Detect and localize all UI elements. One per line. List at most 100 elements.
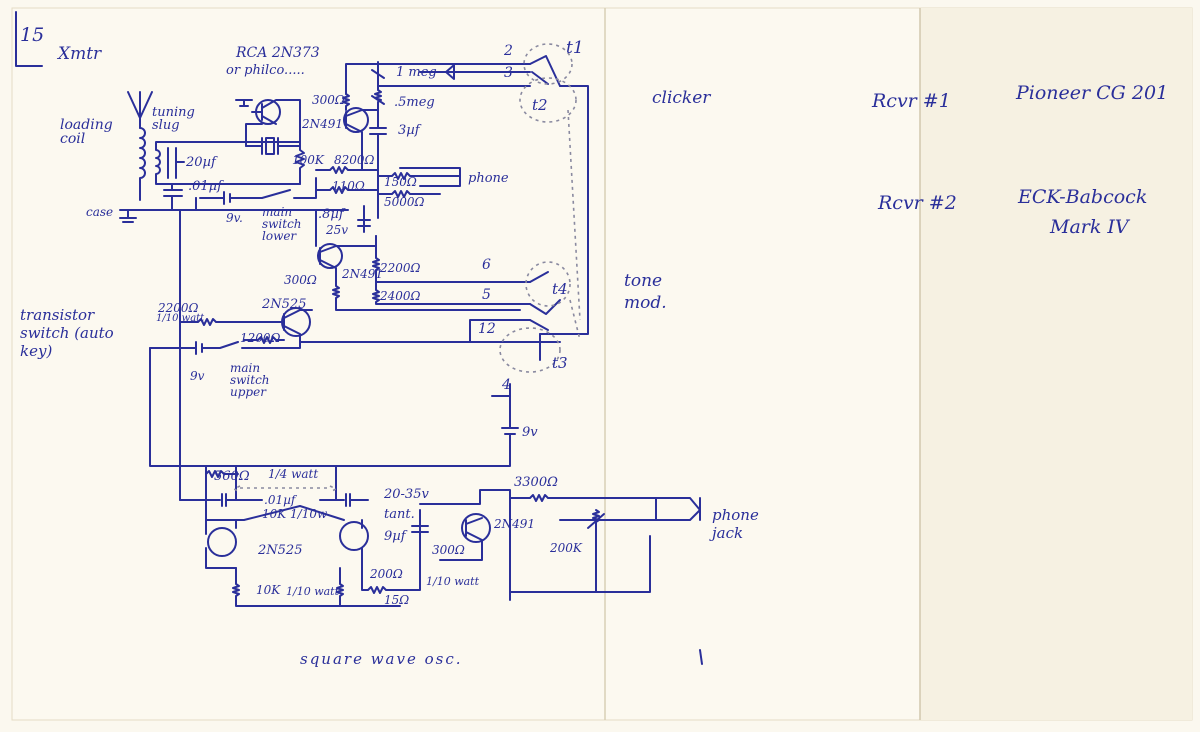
label-t1: t1 bbox=[566, 38, 584, 58]
switch-t3 bbox=[529, 319, 549, 361]
rcvr1-label: Rcvr #1 bbox=[872, 90, 951, 112]
line-terminal-12 bbox=[299, 319, 501, 343]
label-main-switch-upper: main switch upper bbox=[230, 361, 270, 399]
label-tenth-watt-b: 1/10 watt bbox=[426, 575, 480, 588]
resistor-300-mid bbox=[332, 279, 501, 311]
transistor-2n373-leads bbox=[251, 99, 301, 143]
resistor-2200-a bbox=[372, 235, 501, 283]
osc-cross-links bbox=[205, 499, 363, 569]
switch-t1-t2 bbox=[529, 55, 561, 87]
capacitor-20uf bbox=[167, 147, 185, 179]
osc-resistor-10k bbox=[232, 567, 401, 607]
osc-transistor-left bbox=[207, 527, 237, 557]
rcvr2-label: Rcvr #2 bbox=[878, 192, 957, 214]
osc-pot-200k bbox=[509, 509, 605, 593]
rcvr1-model: Pioneer CG 201 bbox=[1016, 82, 1169, 104]
label-c-01uf-b: .01µf bbox=[264, 493, 296, 507]
label-quarter-watt: 1/4 watt bbox=[268, 467, 319, 481]
label-r-5000: 5000Ω bbox=[384, 195, 425, 209]
crystal-symbol bbox=[245, 137, 301, 155]
label-r-200k: 200K bbox=[550, 541, 582, 555]
resistor-2200-b bbox=[179, 318, 285, 326]
label-c-25v: 25v bbox=[326, 223, 349, 237]
label-term-6: 6 bbox=[482, 257, 491, 273]
right-bus-lines bbox=[499, 63, 589, 343]
label-r-2200-b-watt: 1/10 watt bbox=[156, 313, 205, 324]
label-r-560: 560Ω bbox=[214, 469, 250, 484]
label-2n525-bottom: 2N525 bbox=[258, 543, 303, 558]
label-r-8200: 8200Ω bbox=[334, 153, 375, 167]
resistor-150 bbox=[377, 149, 461, 219]
paper-right-panel bbox=[920, 8, 1192, 720]
label-c-01uf: .01µf bbox=[188, 179, 222, 194]
case-ground-symbol bbox=[119, 209, 349, 223]
label-c-20-35v: 20-35v bbox=[384, 487, 429, 502]
label-square-wave-osc: square wave osc. bbox=[300, 650, 463, 668]
osc-resistor-3300 bbox=[509, 494, 701, 511]
osc-dashed-arrow bbox=[232, 485, 338, 493]
label-r-300-b: 300Ω bbox=[432, 543, 465, 557]
dashed-circle-t3 bbox=[499, 327, 561, 373]
label-c-3uf: 3µf bbox=[398, 123, 420, 138]
label-rca-2n373: RCA 2N373 bbox=[236, 45, 320, 61]
label-r-100k: 100K bbox=[292, 153, 324, 167]
label-t4: t4 bbox=[552, 280, 568, 298]
label-phone-top: phone bbox=[468, 171, 509, 186]
resistor-1200 bbox=[243, 336, 285, 344]
crystal-link bbox=[245, 123, 263, 147]
label-t3: t3 bbox=[552, 354, 568, 372]
label-r-300-mid: 300Ω bbox=[284, 273, 317, 287]
resistor-300-top bbox=[342, 93, 350, 111]
left-bus-lines bbox=[149, 197, 207, 501]
tuning-slug-coil bbox=[155, 141, 301, 185]
label-bat-9v-b: 9v bbox=[190, 369, 205, 383]
label-bat-9v-c: 9v bbox=[522, 425, 538, 440]
label-r-150: 150Ω bbox=[384, 175, 417, 189]
label-r-300-top: 300Ω bbox=[312, 93, 345, 107]
label-loading-coil: loading coil bbox=[60, 117, 113, 147]
label-term-2: 2 bbox=[504, 43, 513, 59]
label-term-12: 12 bbox=[478, 321, 496, 337]
label-term-3: 3 bbox=[504, 65, 513, 81]
resistors-1meg-5meg-capacitor-3uf bbox=[369, 61, 387, 151]
label-r-1meg: 1 meg bbox=[396, 65, 437, 80]
label-clicker: clicker bbox=[652, 88, 711, 108]
top-bus bbox=[345, 63, 501, 95]
capacitor-01uf bbox=[163, 183, 183, 211]
transistor-2n491-mid bbox=[317, 243, 343, 269]
diode-symbol bbox=[419, 64, 501, 80]
label-case: case bbox=[86, 205, 114, 219]
loading-coil-symbol bbox=[139, 127, 146, 201]
label-c-20uf: 20µf bbox=[186, 155, 216, 170]
rcvr2-model-line2: Mark IV bbox=[1050, 216, 1129, 238]
rcvr2-model-line1: ECK-Babcock bbox=[1018, 186, 1148, 208]
ground-top-symbol bbox=[235, 99, 253, 107]
page-title: Xmtr bbox=[58, 44, 102, 64]
phone-switch-top bbox=[399, 167, 461, 187]
osc-transistor-2n491-leads bbox=[439, 517, 483, 561]
label-r-1200: 1200Ω bbox=[240, 331, 281, 345]
label-c-8uf: .8µf bbox=[318, 207, 344, 222]
label-2n491-mid: 2N491 bbox=[342, 267, 384, 281]
resistor-110 bbox=[315, 186, 379, 194]
transistor-2n491-top bbox=[343, 107, 369, 133]
label-tenth-watt-a: 1/10 watt bbox=[286, 585, 340, 598]
osc-top-rail bbox=[205, 465, 337, 501]
osc-line-right bbox=[419, 489, 511, 601]
label-r-2200-b: 2200Ω bbox=[158, 301, 199, 315]
label-2n491-bottom: 2N491 bbox=[494, 517, 536, 531]
label-r-3300: 3300Ω bbox=[514, 475, 558, 490]
capacitor-8uf bbox=[315, 205, 371, 233]
transistor-2n491-mid-leads bbox=[319, 235, 377, 281]
battery-9v-mid bbox=[205, 383, 519, 467]
osc-resistor-200 bbox=[361, 559, 421, 594]
osc-transistor-2n491 bbox=[461, 513, 491, 543]
page-number-box bbox=[15, 11, 43, 67]
label-term-5: 5 bbox=[482, 287, 491, 303]
label-r-5meg: .5meg bbox=[394, 95, 435, 110]
label-term-4: 4 bbox=[502, 377, 511, 393]
label-transistor-switch: transistor switch (auto key) bbox=[20, 306, 114, 360]
label-r-15: 15Ω bbox=[384, 593, 410, 607]
label-2n525-top: 2N525 bbox=[262, 297, 307, 312]
transistor-2n491-top-leads bbox=[345, 109, 379, 171]
